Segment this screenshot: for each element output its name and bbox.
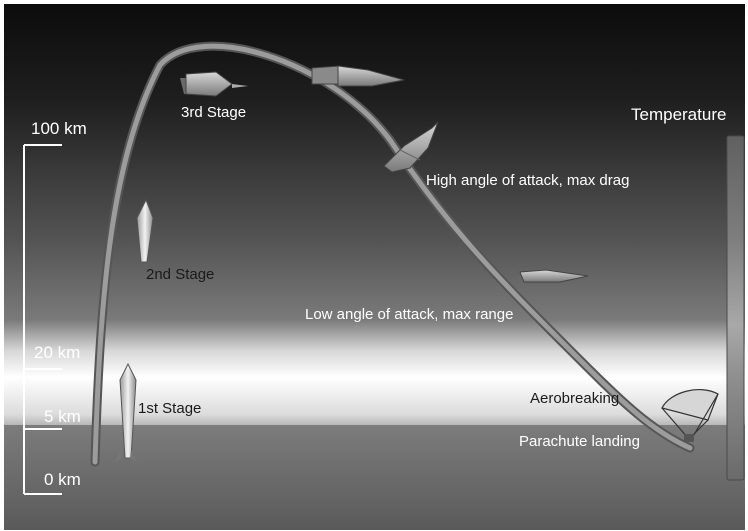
high-angle-glider-icon: [383, 121, 439, 173]
label-first-stage: 1st Stage: [138, 400, 201, 417]
label-high-angle-of-attack: High angle of attack, max drag: [426, 172, 629, 189]
label-second-stage: 2nd Stage: [146, 266, 214, 283]
first-stage-rocket-icon: [115, 362, 137, 462]
third-stage-vehicle-icon: [180, 71, 248, 97]
flight-trajectory-fill: [92, 43, 693, 465]
tick-label-5km: 5 km: [44, 407, 81, 426]
label-third-stage: 3rd Stage: [181, 104, 246, 121]
parachute-icon: [661, 389, 719, 442]
temperature-label: Temperature: [631, 105, 726, 124]
apex-glider-icon: [311, 65, 405, 87]
temperature-scale-bar: [726, 135, 745, 481]
tick-label-100km: 100 km: [31, 119, 87, 138]
altitude-axis: [23, 144, 62, 495]
label-parachute-landing: Parachute landing: [519, 433, 640, 450]
label-low-angle-of-attack: Low angle of attack, max range: [305, 306, 513, 323]
low-angle-glider-icon: [519, 269, 589, 283]
tick-label-20km: 20 km: [34, 343, 80, 362]
second-stage-rocket-icon: [136, 198, 154, 263]
label-aerobreaking: Aerobreaking: [530, 390, 619, 407]
tick-label-0km: 0 km: [44, 470, 81, 489]
